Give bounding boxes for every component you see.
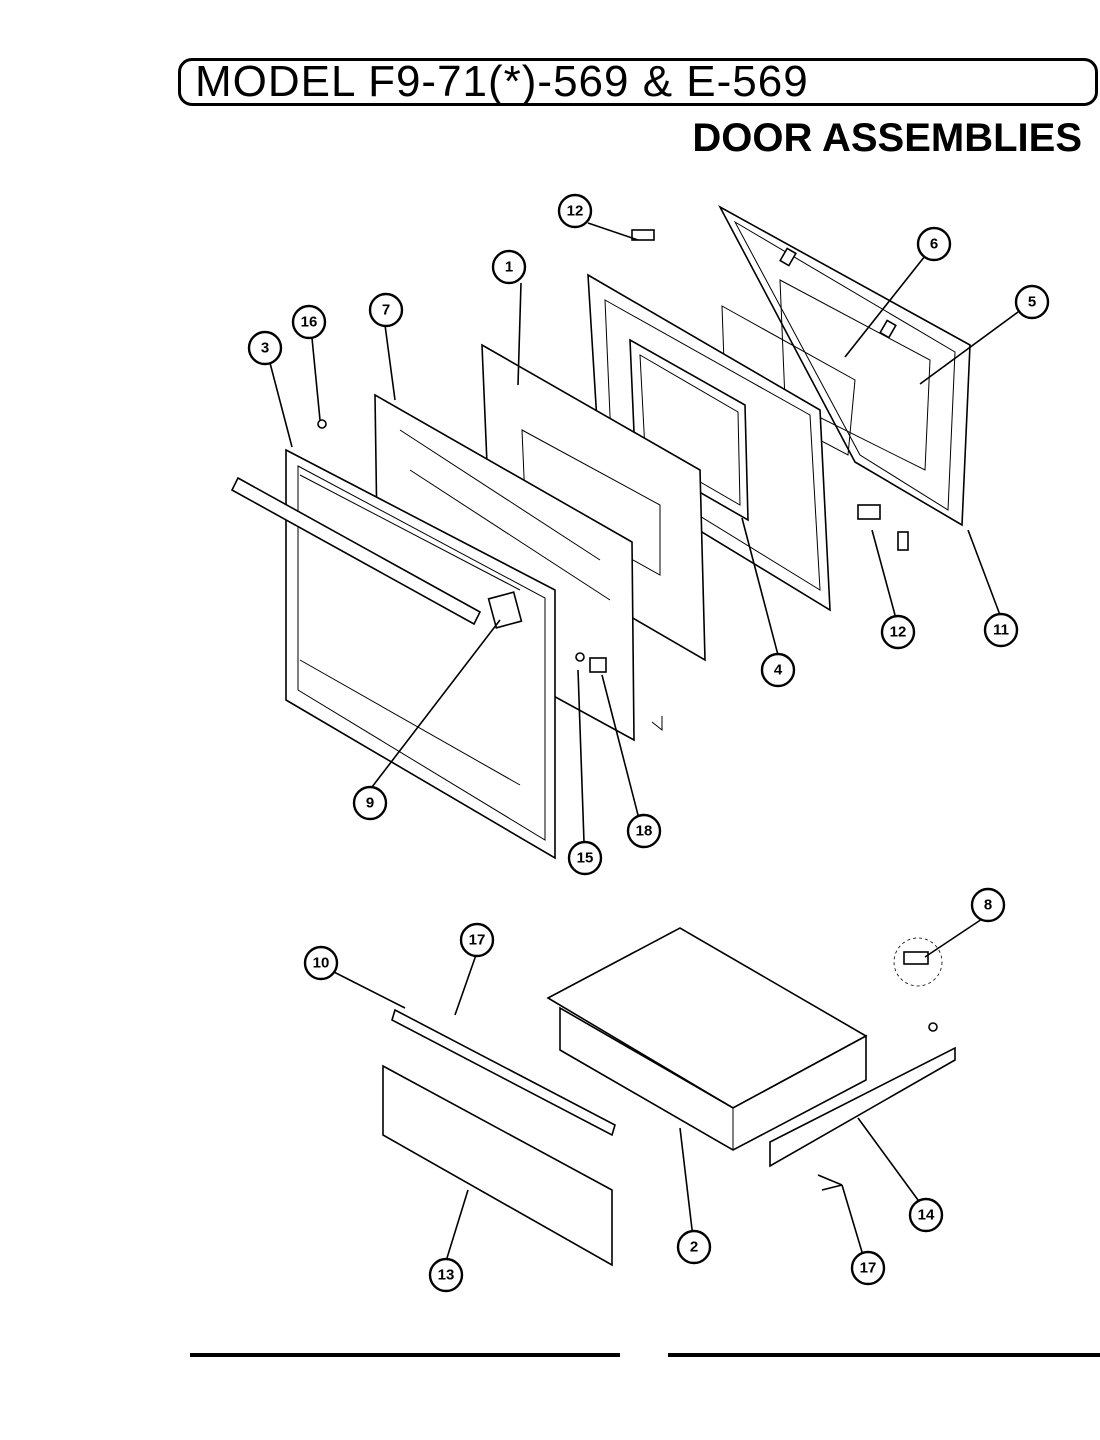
svg-text:11: 11 xyxy=(993,622,1009,639)
hinge-pin xyxy=(897,531,909,551)
callout-16: 16 xyxy=(291,304,327,340)
svg-text:7: 7 xyxy=(382,302,390,319)
part-18-label xyxy=(589,657,607,673)
part-9-door-handle xyxy=(230,476,523,629)
callout-8: 8 xyxy=(970,887,1006,923)
callout-9: 9 xyxy=(352,785,388,821)
part-12-hinge-clip-top xyxy=(631,229,655,241)
title-box: MODEL F9-71(*)-569 & E-569 xyxy=(178,57,1098,106)
svg-text:14: 14 xyxy=(918,1207,935,1224)
part-10-drawer-trim xyxy=(391,1008,616,1137)
callout-7: 7 xyxy=(368,292,404,328)
hardware-pieces xyxy=(317,229,909,732)
svg-text:4: 4 xyxy=(774,662,783,679)
svg-text:3: 3 xyxy=(261,340,269,357)
svg-text:16: 16 xyxy=(301,314,318,331)
part-11-inner-door-panel xyxy=(718,205,971,527)
part-8-drawer-stop xyxy=(893,937,943,1032)
svg-text:17: 17 xyxy=(469,932,486,949)
svg-text:6: 6 xyxy=(930,236,938,253)
callout-15: 15 xyxy=(567,840,603,876)
callout-12-top: 12 xyxy=(557,193,593,229)
svg-text:17: 17 xyxy=(860,1260,877,1277)
svg-text:12: 12 xyxy=(567,203,584,220)
section-title: DOOR ASSEMBLIES xyxy=(692,116,1082,160)
svg-text:10: 10 xyxy=(313,955,330,972)
callout-18: 18 xyxy=(626,813,662,849)
callout-3: 3 xyxy=(247,330,283,366)
callout-11: 11 xyxy=(983,612,1019,648)
callout-4: 4 xyxy=(760,652,796,688)
part-4-door-frame xyxy=(587,273,831,612)
svg-text:13: 13 xyxy=(438,1267,455,1284)
svg-text:1: 1 xyxy=(505,259,513,276)
callout-14: 14 xyxy=(908,1197,944,1233)
footer-rule-left xyxy=(190,1353,620,1357)
callout-1: 1 xyxy=(491,249,527,285)
part-14-drawer-slide xyxy=(769,1046,956,1168)
leader-lines xyxy=(269,222,1019,1264)
part-12-hinge-clip-bottom xyxy=(857,504,881,520)
svg-text:18: 18 xyxy=(636,823,653,840)
part-15-screw xyxy=(575,652,585,662)
svg-text:8: 8 xyxy=(984,897,992,914)
part-16-screw xyxy=(317,419,327,429)
callout-17-top: 17 xyxy=(459,922,495,958)
svg-text:15: 15 xyxy=(577,850,594,867)
svg-text:9: 9 xyxy=(366,795,374,812)
callout-2: 2 xyxy=(676,1229,712,1265)
svg-text:5: 5 xyxy=(1028,294,1036,311)
part-2-drawer-body xyxy=(546,927,868,1151)
callout-10: 10 xyxy=(303,945,339,981)
svg-text:12: 12 xyxy=(890,624,907,641)
part-13-drawer-front xyxy=(382,1064,613,1267)
svg-text:2: 2 xyxy=(690,1239,698,1256)
callout-5: 5 xyxy=(1014,284,1050,320)
callout-6: 6 xyxy=(916,226,952,262)
footer-rule-right xyxy=(668,1353,1100,1357)
callout-13: 13 xyxy=(428,1257,464,1293)
model-title: MODEL F9-71(*)-569 & E-569 xyxy=(195,57,809,106)
callout-17-bottom: 17 xyxy=(850,1250,886,1286)
callout-12-bottom: 12 xyxy=(880,614,916,650)
